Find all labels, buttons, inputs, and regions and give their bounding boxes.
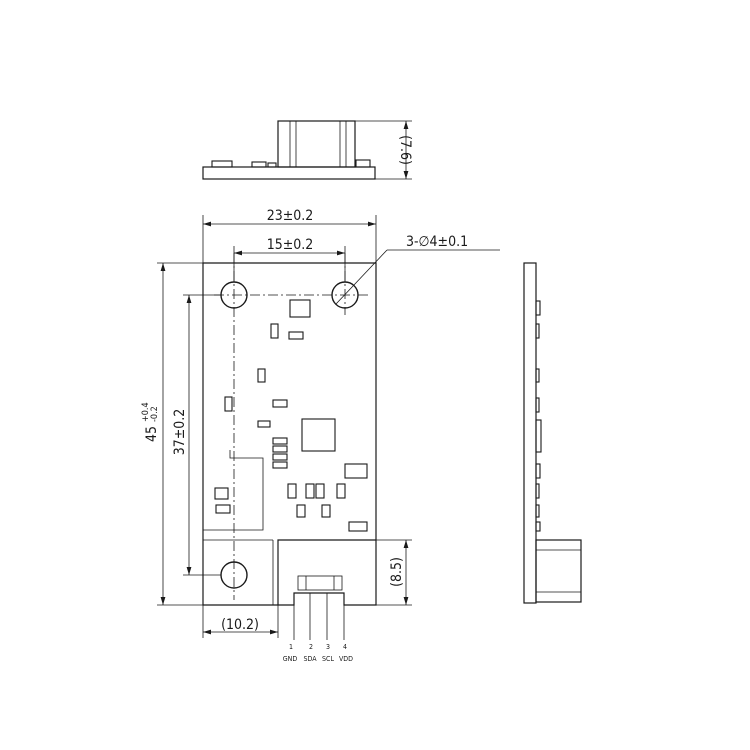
hole-spacing-dim: 15±0.2 — [267, 237, 314, 253]
hole-vertical-dim: 37±0.2 — [172, 409, 188, 456]
pin-4-number: 4 — [343, 643, 347, 651]
side-view — [523, 262, 582, 604]
side-view-connector — [535, 539, 582, 603]
hole-spec-dim: 3-∅4±0.1 — [406, 234, 468, 250]
pin-labels: 1 2 3 4 GND SDA SCL VDD — [283, 643, 353, 663]
side-view-pcb — [523, 262, 537, 604]
length-tol-upper: +0.4 — [141, 402, 151, 422]
top-view: (7.6) — [202, 120, 413, 180]
top-view-pcb — [202, 166, 376, 180]
pin-3-name: SCL — [322, 655, 334, 663]
components — [214, 299, 368, 532]
length-dim: 45 — [144, 426, 160, 442]
pin-2-number: 2 — [309, 643, 313, 651]
length-tol-lower: -0.2 — [150, 406, 160, 422]
pin-1-number: 1 — [289, 643, 293, 651]
connector-height-dim: (8.5) — [389, 557, 405, 587]
pin-3-number: 3 — [326, 643, 330, 651]
connector-offset-dim: (10.2) — [221, 617, 259, 633]
top-height-dim: (7.6) — [397, 135, 413, 165]
top-view-connector — [277, 120, 356, 168]
width-dim: 23±0.2 — [267, 208, 314, 224]
pin-2-name: SDA — [303, 655, 317, 663]
pin-1-name: GND — [283, 655, 298, 663]
connector-outline — [277, 539, 376, 605]
front-view: 1 2 3 4 GND SDA SCL VDD 23±0.2 15±0.2 3-… — [141, 208, 500, 663]
pin-4-name: VDD — [339, 655, 353, 663]
